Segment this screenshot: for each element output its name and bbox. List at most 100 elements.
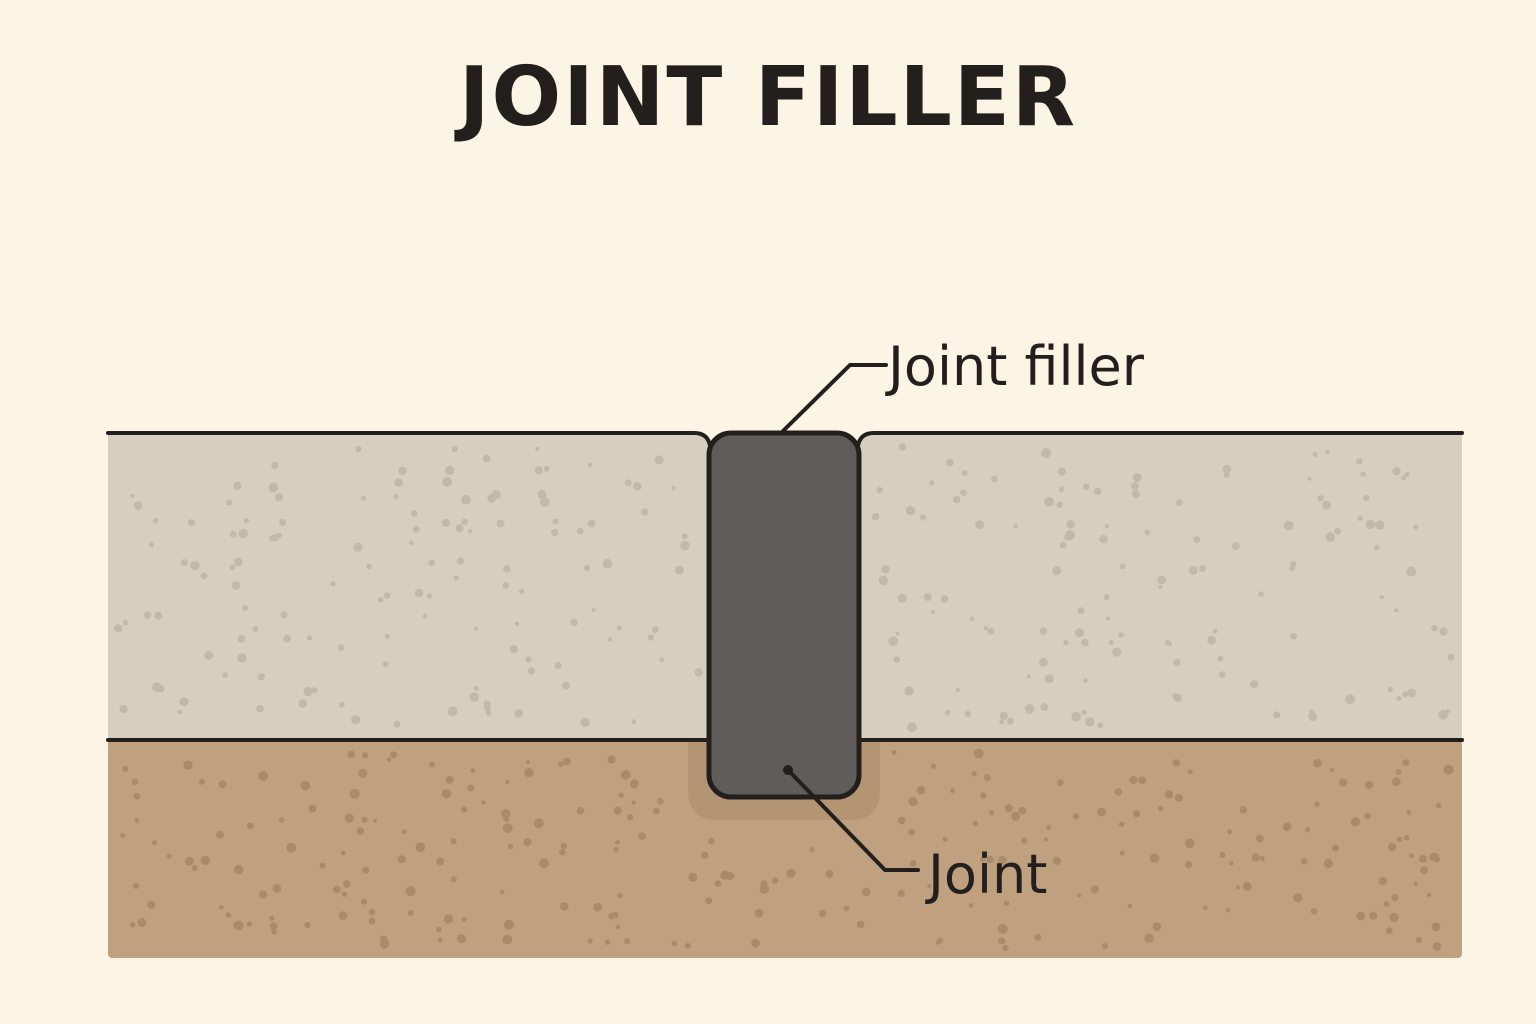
texture-speck — [1223, 471, 1230, 478]
texture-speck — [1314, 801, 1320, 807]
texture-speck — [537, 489, 547, 499]
texture-speck — [152, 518, 159, 524]
texture-speck — [1097, 807, 1106, 817]
texture-speck — [1024, 704, 1035, 714]
texture-speck — [551, 528, 559, 537]
texture-speck — [1046, 825, 1051, 830]
texture-speck — [503, 564, 511, 573]
texture-speck — [1396, 695, 1402, 701]
texture-speck — [233, 920, 244, 931]
texture-speck — [543, 465, 550, 472]
texture-speck — [184, 856, 194, 866]
texture-speck — [534, 466, 544, 475]
texture-speck — [1185, 861, 1193, 869]
texture-speck — [1071, 711, 1081, 722]
texture-speck — [177, 709, 182, 715]
texture-speck — [133, 883, 139, 889]
texture-speck — [942, 836, 948, 842]
texture-speck — [972, 820, 979, 827]
texture-speck — [443, 914, 454, 924]
texture-speck — [1077, 607, 1085, 615]
texture-speck — [1394, 608, 1399, 613]
texture-speck — [754, 908, 764, 918]
texture-speck — [428, 559, 436, 567]
texture-speck — [1173, 658, 1181, 667]
texture-speck — [560, 842, 567, 850]
texture-speck — [1387, 686, 1393, 692]
texture-speck — [1063, 640, 1069, 646]
texture-speck — [1331, 844, 1339, 852]
texture-speck — [955, 687, 960, 693]
texture-speck — [1026, 674, 1031, 679]
texture-speck — [641, 508, 649, 516]
texture-speck — [256, 704, 264, 713]
texture-speck — [1039, 627, 1048, 635]
texture-speck — [1231, 542, 1240, 551]
texture-speck — [447, 706, 458, 717]
texture-speck — [122, 765, 129, 772]
texture-speck — [473, 626, 478, 631]
texture-speck — [1003, 900, 1010, 906]
texture-speck — [908, 828, 915, 836]
texture-speck — [204, 650, 214, 660]
texture-speck — [1409, 853, 1414, 858]
texture-speck — [394, 478, 403, 488]
texture-speck — [554, 661, 562, 670]
texture-speck — [427, 593, 432, 599]
texture-speck — [1104, 523, 1110, 529]
texture-speck — [1056, 501, 1063, 508]
texture-speck — [360, 898, 367, 905]
texture-speck — [1313, 759, 1322, 768]
texture-speck — [237, 653, 247, 663]
texture-speck — [280, 611, 288, 619]
texture-speck — [410, 510, 418, 517]
texture-speck — [147, 900, 156, 909]
texture-speck — [1212, 628, 1218, 634]
texture-speck — [893, 656, 900, 663]
texture-speck — [1260, 856, 1265, 861]
texture-speck — [720, 870, 730, 880]
texture-speck — [369, 908, 376, 916]
texture-speck — [1164, 790, 1174, 799]
texture-speck — [229, 530, 237, 538]
texture-speck — [1391, 777, 1401, 787]
texture-speck — [593, 902, 603, 912]
texture-speck — [286, 842, 297, 853]
texture-speck — [268, 482, 279, 493]
texture-speck — [818, 909, 827, 918]
texture-speck — [518, 588, 525, 595]
texture-speck — [445, 775, 454, 784]
texture-speck — [272, 884, 282, 893]
texture-speck — [980, 856, 986, 863]
texture-speck — [1207, 635, 1216, 645]
texture-speck — [222, 672, 228, 678]
texture-speck — [653, 807, 660, 815]
texture-speck — [604, 939, 611, 945]
concrete-texture — [114, 443, 1455, 733]
texture-speck — [453, 575, 459, 581]
texture-speck — [242, 605, 249, 612]
texture-speck — [409, 540, 414, 545]
texture-speck — [414, 588, 424, 598]
texture-speck — [1293, 893, 1303, 903]
texture-speck — [1072, 813, 1080, 820]
texture-speck — [467, 529, 473, 534]
texture-speck — [276, 532, 282, 539]
texture-speck — [523, 838, 532, 847]
texture-speck — [114, 624, 123, 633]
texture-speck — [229, 564, 236, 571]
texture-speck — [179, 697, 189, 707]
texture-speck — [1099, 534, 1108, 544]
texture-speck — [560, 902, 569, 911]
diagram-title: JOINT FILLER — [458, 50, 1078, 145]
texture-speck — [442, 476, 453, 487]
texture-speck — [482, 454, 491, 463]
texture-speck — [1043, 837, 1049, 842]
joint-filler-strip — [706, 430, 862, 800]
texture-speck — [1305, 827, 1311, 833]
texture-speck — [303, 686, 313, 697]
texture-speck — [895, 631, 900, 636]
texture-speck — [461, 806, 468, 813]
